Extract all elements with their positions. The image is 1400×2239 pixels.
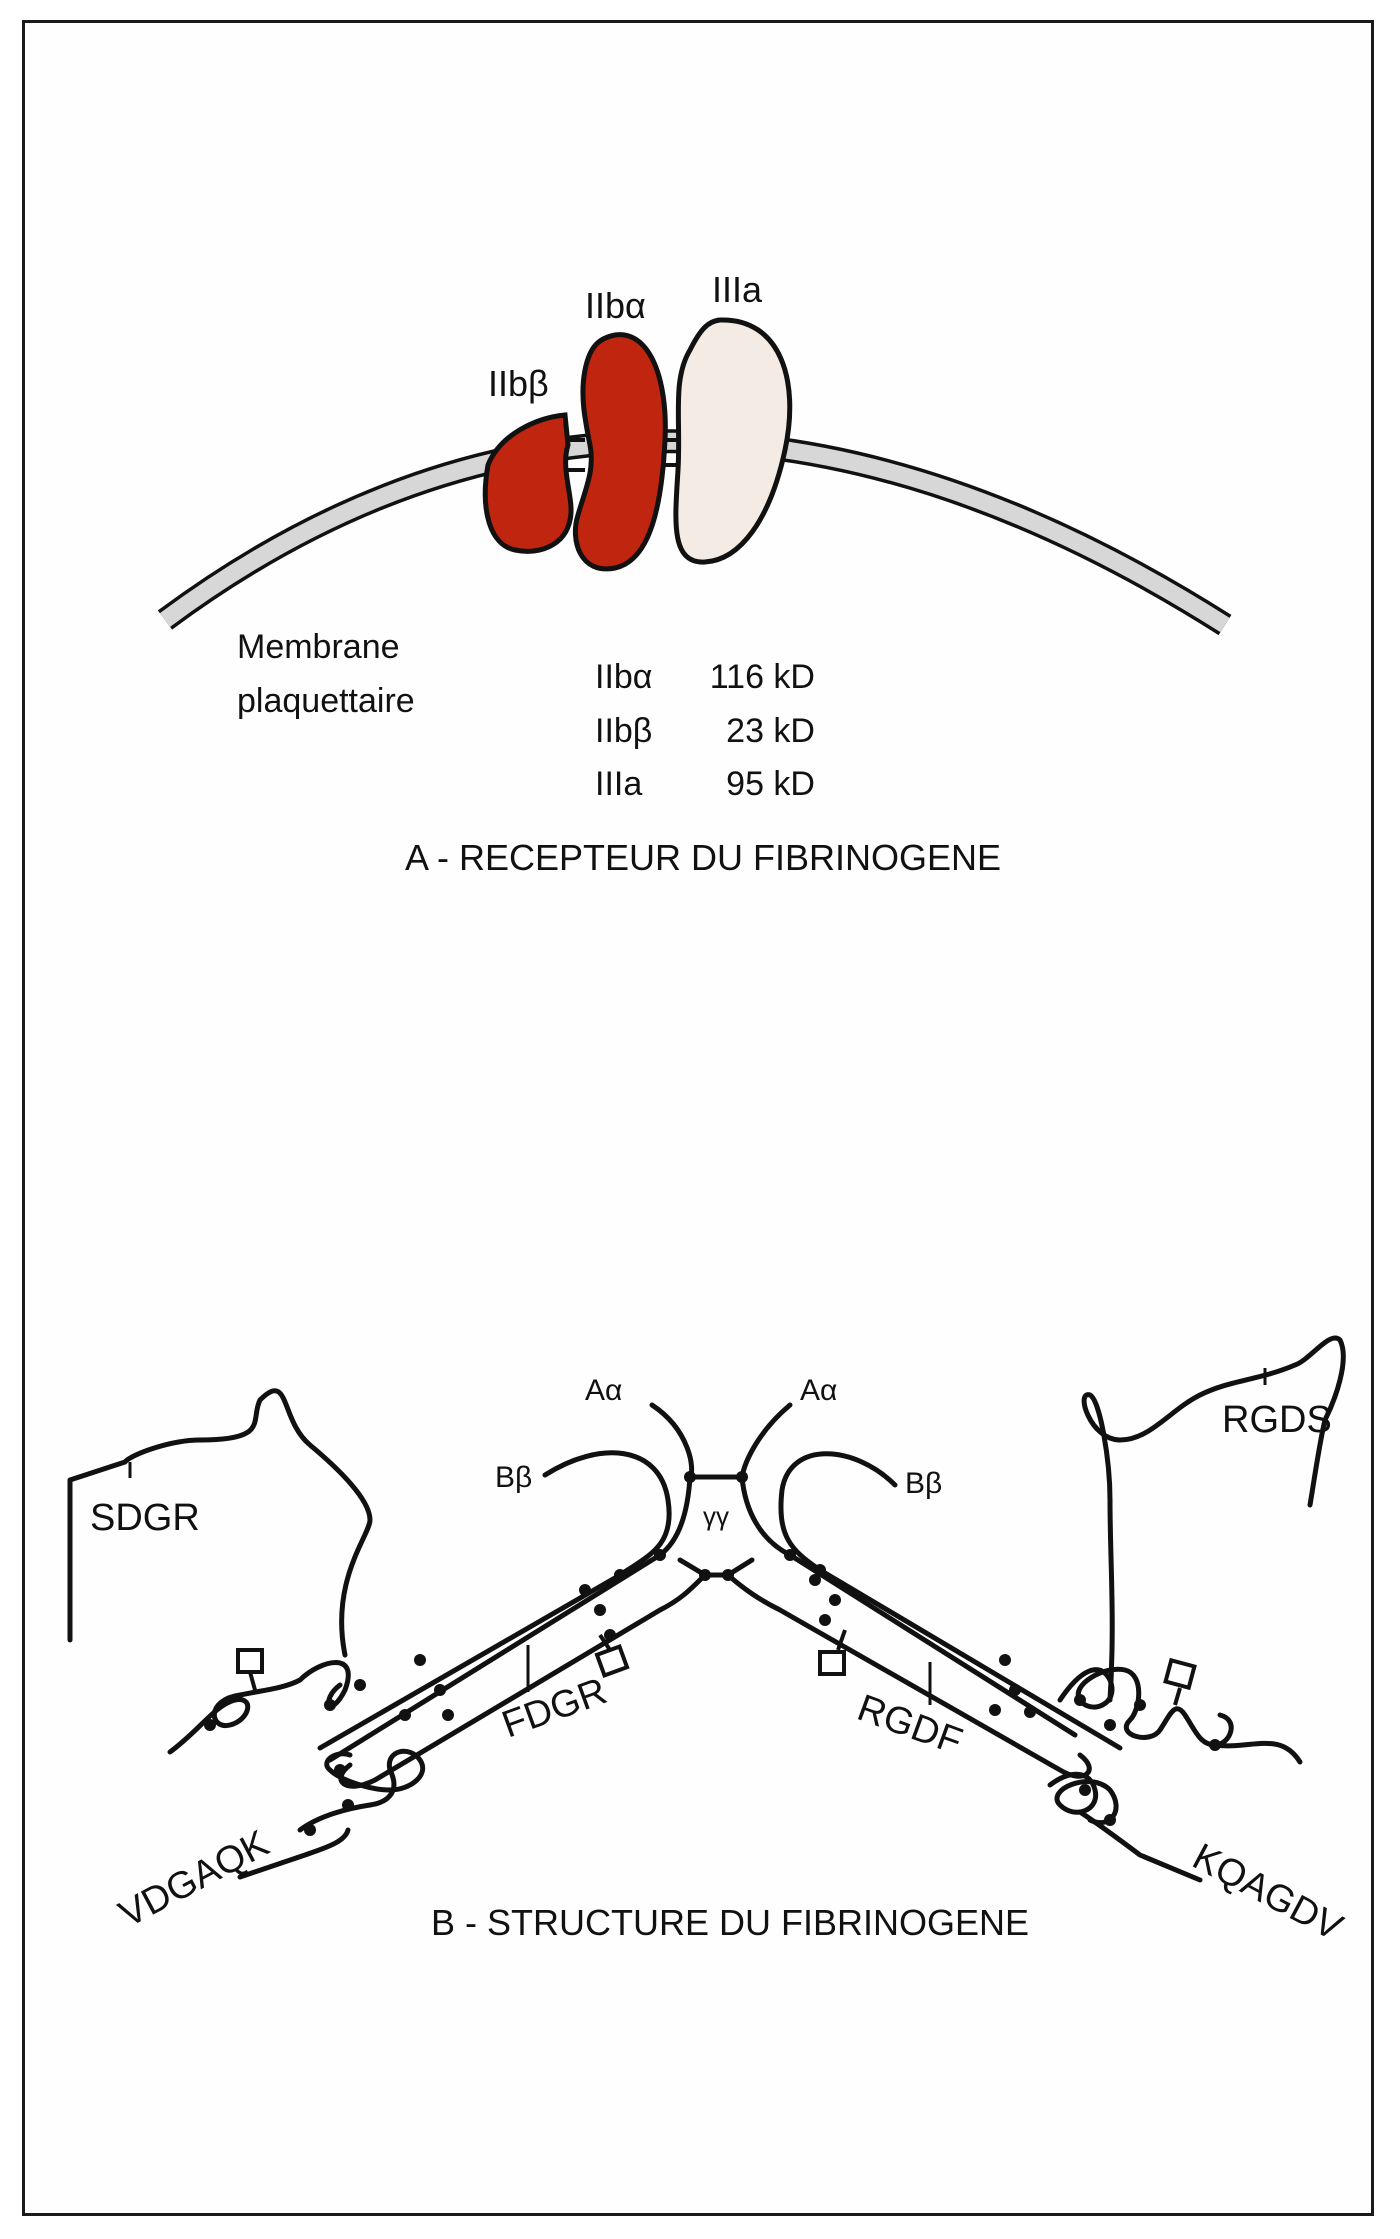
bond-dot <box>414 1654 426 1666</box>
label-fdgr: FDGR <box>497 1670 613 1746</box>
bond-dot <box>1209 1739 1221 1751</box>
carb-stalk-left-2 <box>598 1633 612 1652</box>
label-a-alpha-left: Aα <box>585 1374 622 1407</box>
weight-name-iiia: IIIa <box>595 765 642 803</box>
bond-dot <box>684 1471 696 1483</box>
caption-panel-a: A - RECEPTEUR DU FIBRINOGENE <box>405 837 1001 878</box>
label-iib-beta: IIbβ <box>488 363 549 404</box>
label-vdgaqk: VDGAQK <box>113 1823 276 1936</box>
weight-value-iiia: 95 kD <box>726 765 815 803</box>
bond-dot <box>722 1569 734 1581</box>
bond-dot <box>342 1799 354 1811</box>
bond-dot <box>814 1564 826 1576</box>
bond-dot <box>399 1709 411 1721</box>
label-membrane-line2: plaquettaire <box>237 682 415 720</box>
bond-dot <box>334 1764 346 1776</box>
carbohydrate-square <box>1163 1657 1197 1691</box>
chain-gamma-right <box>725 1572 1092 1779</box>
bond-dot <box>1104 1814 1116 1826</box>
bond-dot <box>204 1719 216 1731</box>
panel-b-fibrinogen <box>67 1335 1346 1883</box>
iib-beta-subunit <box>482 412 574 554</box>
bond-dot <box>1079 1784 1091 1796</box>
bond-dot <box>594 1604 606 1616</box>
right-terminal-strand <box>1212 1740 1303 1765</box>
bond-dot <box>324 1699 336 1711</box>
chain-b-beta-left <box>317 1450 672 1751</box>
weight-value-iib-alpha: 116 kD <box>710 658 815 696</box>
label-kqagdv: KQAGDV <box>1186 1836 1350 1950</box>
weight-name-iib-beta: IIbβ <box>595 712 652 750</box>
label-membrane-line1: Membrane <box>237 628 400 666</box>
bond-dot <box>614 1569 626 1581</box>
label-rgdf: RGDF <box>852 1687 968 1763</box>
caption-panel-b: B - STRUCTURE DU FIBRINOGENE <box>431 1902 1029 1943</box>
label-gamma-gamma: γγ <box>703 1501 729 1531</box>
bond-dot <box>829 1594 841 1606</box>
label-b-beta-left: Bβ <box>495 1461 532 1494</box>
left-lower-coil <box>167 1660 351 1755</box>
bond-dot <box>304 1824 316 1836</box>
label-sdgr: SDGR <box>90 1497 200 1539</box>
bond-dot <box>736 1471 748 1483</box>
carbohydrate-square <box>236 1648 264 1674</box>
iiia-subunit <box>673 317 793 565</box>
carb-stalk-right-2 <box>1173 1687 1182 1706</box>
label-a-alpha-right: Aα <box>800 1374 837 1407</box>
panel-a-receptor: IIbα IIIa IIbβ Membrane plaquettaire IIb… <box>157 269 1232 878</box>
label-pointers <box>128 1368 1267 1705</box>
bond-dot <box>819 1614 831 1626</box>
weight-value-iib-beta: 23 kD <box>726 712 815 750</box>
bond-dot <box>1024 1706 1036 1718</box>
chain-b-beta-right <box>778 1451 1123 1751</box>
bond-dot <box>1104 1719 1116 1731</box>
carbohydrate-square <box>818 1650 846 1676</box>
right-alpha-c-domain <box>1081 1335 1346 1703</box>
bond-dot <box>699 1569 711 1581</box>
carb-stalk-left-1 <box>248 1671 257 1691</box>
left-vdgaqk-tail <box>237 1827 351 1880</box>
carb-stalk-right-1 <box>836 1629 847 1651</box>
label-iiia: IIIa <box>712 269 763 310</box>
right-upper-coil <box>1057 1666 1234 1748</box>
label-iib-alpha: IIbα <box>585 285 646 326</box>
label-rgds: RGDS <box>1222 1399 1332 1441</box>
carbohydrate-markers <box>236 1629 1197 1706</box>
bond-dot <box>989 1704 1001 1716</box>
bond-dot <box>1009 1684 1021 1696</box>
bond-dot <box>354 1679 366 1691</box>
right-lower-coil <box>1047 1771 1119 1826</box>
carbohydrate-square <box>594 1643 630 1679</box>
left-alpha-c-domain <box>67 1388 373 1658</box>
label-b-beta-right: Bβ <box>905 1467 942 1500</box>
iib-alpha-subunit <box>572 332 668 572</box>
disulfide-dots <box>204 1471 1221 1836</box>
bond-dot <box>1074 1694 1086 1706</box>
left-gamma-tail <box>297 1748 425 1833</box>
bond-dot <box>809 1574 821 1586</box>
bond-dot <box>784 1549 796 1561</box>
bond-dot <box>1134 1699 1146 1711</box>
bond-dot <box>579 1584 591 1596</box>
bond-dot <box>654 1549 666 1561</box>
bond-dot <box>442 1709 454 1721</box>
bond-dot <box>604 1629 616 1641</box>
right-kqagdv-tail <box>1077 1809 1203 1883</box>
weight-name-iib-alpha: IIbα <box>595 658 652 696</box>
bond-dot <box>434 1684 446 1696</box>
bond-dot <box>999 1654 1011 1666</box>
central-knot <box>677 1474 755 1578</box>
